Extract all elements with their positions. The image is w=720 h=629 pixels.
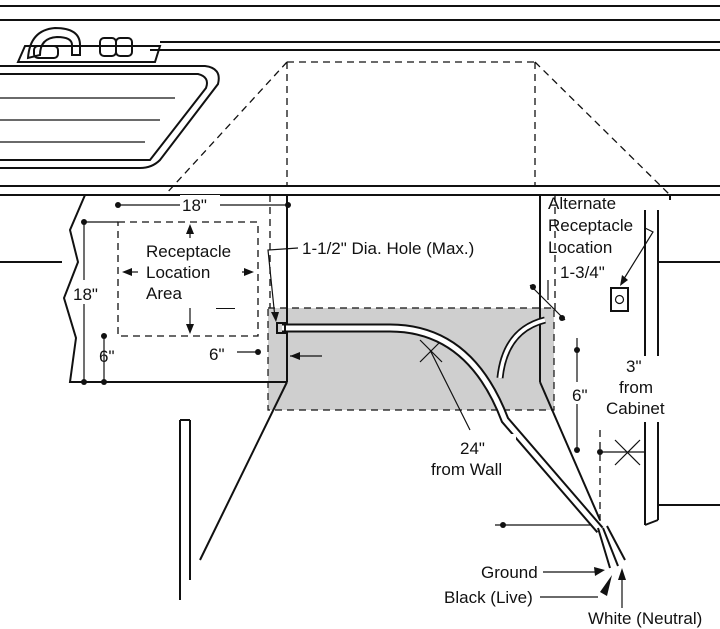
sink — [0, 45, 220, 169]
alt-label-1: Alternate — [548, 194, 616, 213]
from-wall-label-2: from Wall — [431, 460, 502, 479]
labels: 18" 18" Receptacle Location Area 1-1/2" … — [72, 194, 702, 628]
receptacle-label-1: Receptacle — [146, 242, 231, 261]
left-cabinet — [0, 194, 288, 600]
hole-label: 1-1/2" Dia. Hole (Max.) — [302, 239, 474, 258]
from-cabinet-label-2: from — [619, 378, 653, 397]
dishwasher-outline — [164, 61, 671, 315]
receptacle-label-3: Area — [146, 284, 182, 303]
top-width-label: 18" — [182, 196, 207, 215]
alt-label-3: Location — [548, 238, 612, 257]
alt-label-2: Receptacle — [548, 216, 633, 235]
from-cabinet-label-3: Cabinet — [606, 399, 665, 418]
bottom-6-left-label: 6" — [99, 347, 115, 366]
from-cabinet-label-1: 3" — [626, 357, 642, 376]
faucet-icon — [26, 26, 133, 60]
black-live-label: Black (Live) — [444, 588, 533, 607]
shaded-area — [267, 307, 555, 411]
alt-receptacle — [610, 287, 629, 312]
alt-offset-label: 1-3/4" — [560, 263, 605, 282]
from-wall-label-1: 24" — [460, 439, 485, 458]
right-6-label: 6" — [572, 386, 588, 405]
ground-label: Ground — [481, 563, 538, 582]
white-neutral-label: White (Neutral) — [588, 609, 702, 628]
receptacle-label-2: Location — [146, 263, 210, 282]
countertop — [0, 5, 720, 196]
side-height-label: 18" — [73, 285, 98, 304]
electrical-cable — [276, 316, 626, 608]
bottom-6-right-label: 6" — [209, 345, 225, 364]
